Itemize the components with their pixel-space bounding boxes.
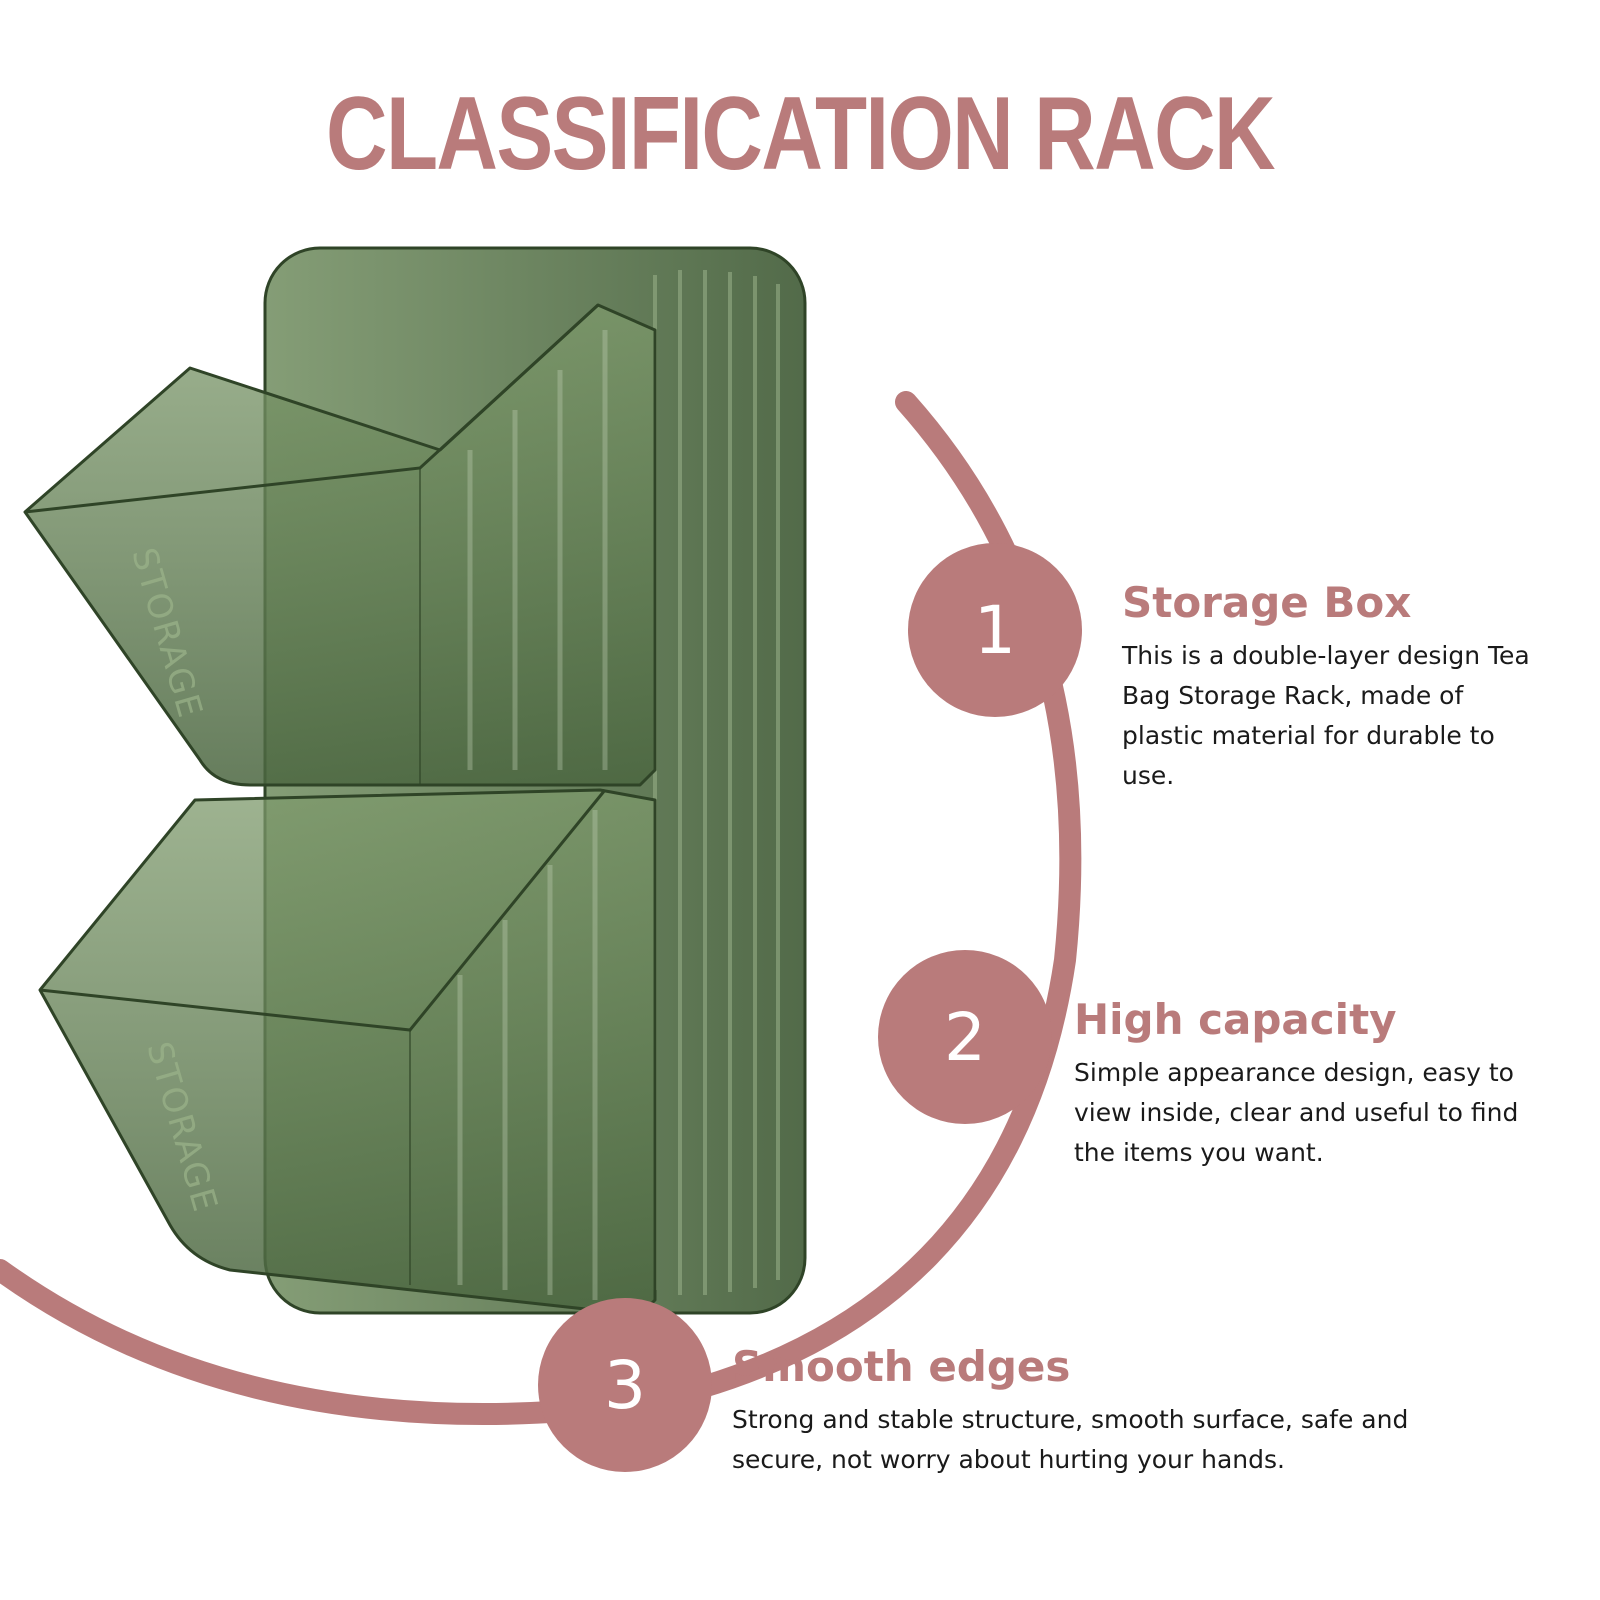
feature-3-description: Strong and stable structure, smooth surf…	[732, 1405, 1409, 1475]
lower-bin	[38, 788, 657, 1317]
feature-1: Storage Box This is a double-layer desig…	[1122, 578, 1542, 796]
feature-1-title: Storage Box	[1122, 578, 1412, 627]
feature-2-title: High capacity	[1074, 995, 1397, 1044]
upper-bin	[23, 303, 657, 787]
feature-3-number: 3	[604, 1346, 646, 1424]
feature-3-number-badge: 3	[538, 1298, 712, 1472]
page-title: CLASSIFICATION RACK	[326, 76, 1276, 192]
feature-2-number: 2	[944, 998, 986, 1076]
feature-3: Smooth edges Strong and stable structure…	[732, 1342, 1492, 1480]
feature-2: High capacity Simple appearance design, …	[1074, 995, 1554, 1173]
feature-1-description: This is a double-layer design Tea Bag St…	[1122, 641, 1530, 791]
feature-1-number-badge: 1	[908, 543, 1082, 717]
feature-2-number-badge: 2	[878, 950, 1052, 1124]
feature-1-number: 1	[974, 591, 1016, 669]
feature-2-description: Simple appearance design, easy to view i…	[1074, 1058, 1519, 1168]
feature-3-title: Smooth edges	[732, 1342, 1071, 1391]
